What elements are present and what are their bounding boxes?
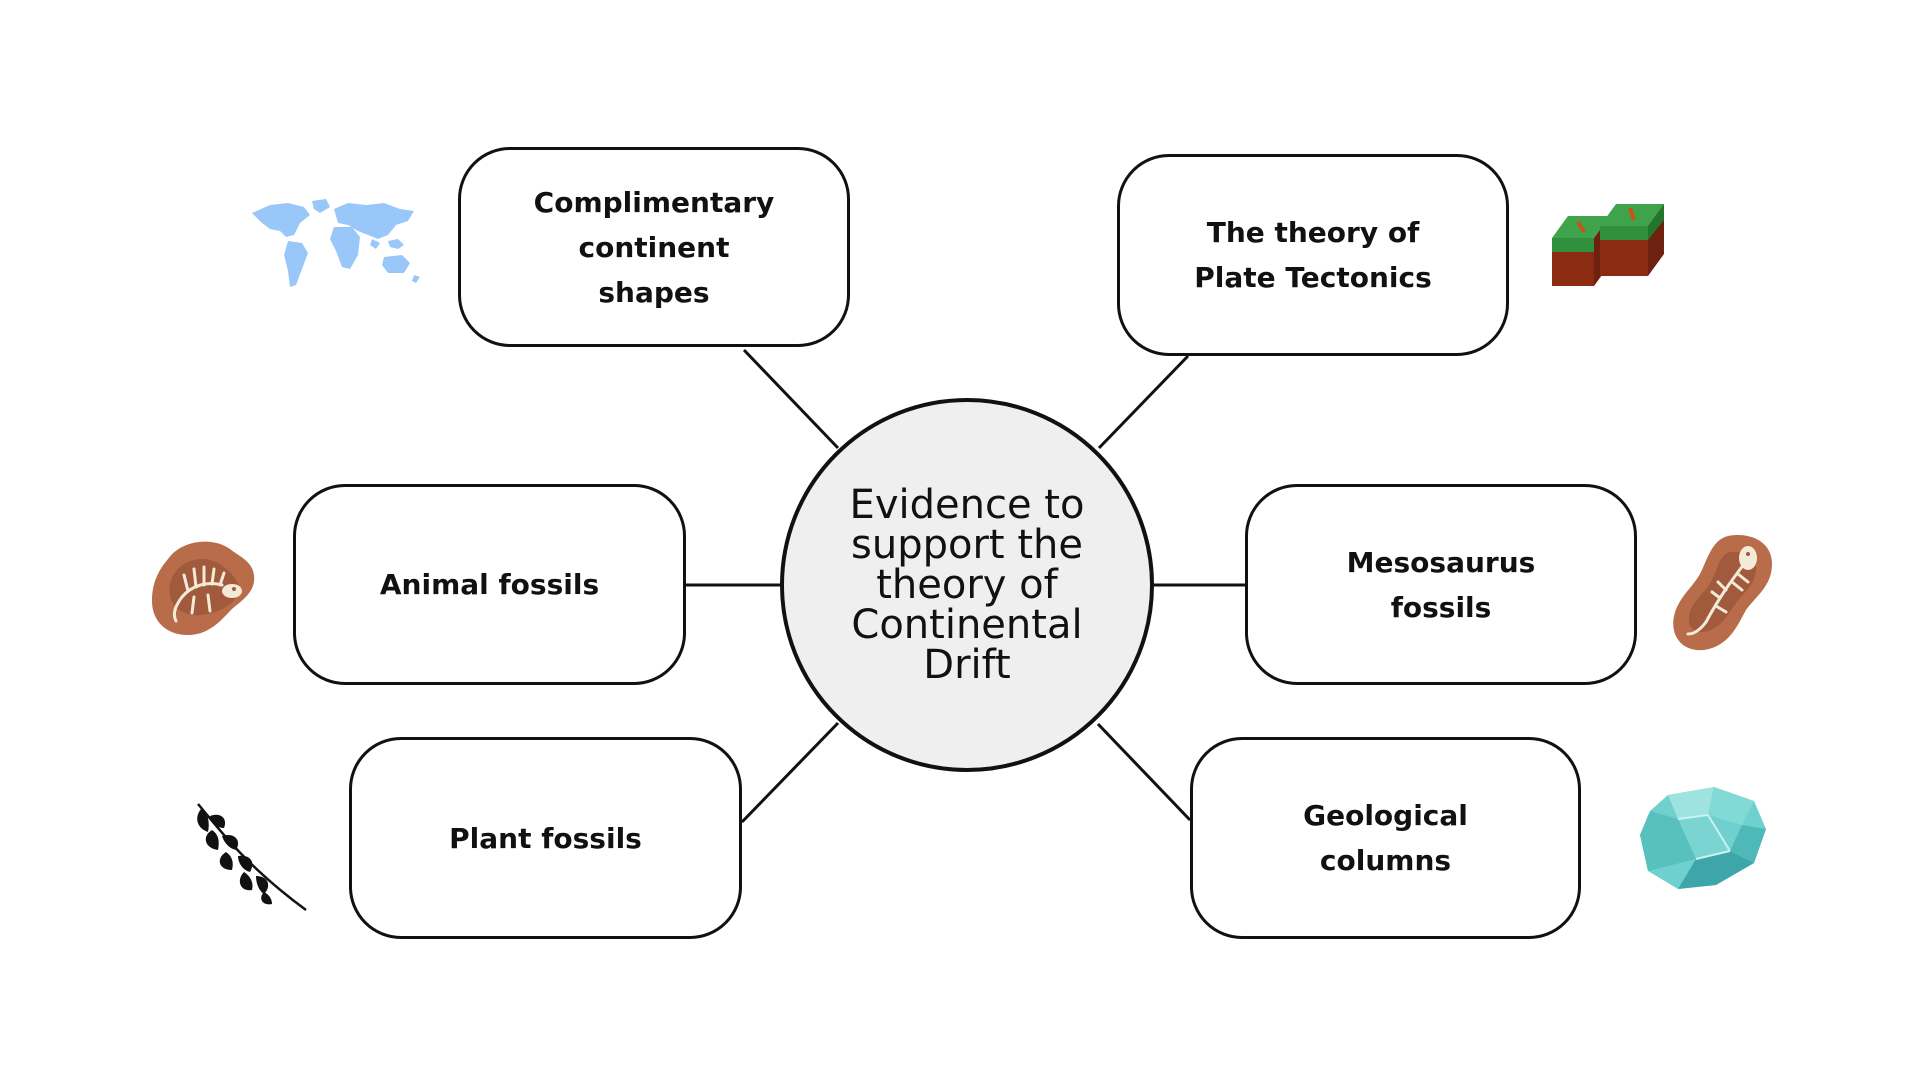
central-topic-line: Drift xyxy=(923,642,1011,688)
node-label-line: Mesosaurus xyxy=(1346,545,1536,579)
node-plate-tectonics: The theory of Plate Tectonics xyxy=(1117,154,1509,356)
central-topic-line: support the xyxy=(851,522,1083,568)
node-label-line: columns xyxy=(1319,844,1452,877)
fern-leaf-icon xyxy=(197,803,307,912)
node-label-line: Plate Tectonics xyxy=(1194,261,1432,294)
connector-geological-columns xyxy=(1096,722,1192,822)
node-mesosaurus-fossils: Mesosaurus fossils xyxy=(1245,484,1637,685)
node-label-line: continent xyxy=(578,230,730,264)
node-label-line: shapes xyxy=(598,275,710,309)
mesosaurus-fossil-icon xyxy=(1673,535,1772,651)
node-continent-shapes: Complimentary continent shapes xyxy=(458,147,850,347)
world-map-icon xyxy=(252,199,420,287)
central-topic: Evidence to support the theory of Contin… xyxy=(780,398,1154,772)
node-label-line: fossils xyxy=(1390,590,1492,624)
node-animal-fossils: Animal fossils xyxy=(293,484,686,685)
central-topic-line: Evidence to xyxy=(849,482,1085,528)
node-label-line: The theory of xyxy=(1206,216,1420,249)
crystal-rock-icon xyxy=(1640,787,1766,889)
connector-plant-fossils xyxy=(740,721,840,824)
node-label-line: Geological xyxy=(1303,799,1468,832)
central-topic-line: Continental xyxy=(851,602,1083,648)
tectonic-plates-icon xyxy=(1552,204,1664,286)
central-topic-line: theory of xyxy=(876,562,1058,608)
node-label-line: Plant fossils xyxy=(449,821,642,855)
node-label-line: Animal fossils xyxy=(379,568,600,601)
node-geological-columns: Geological columns xyxy=(1190,737,1581,939)
connector-plate-tectonics xyxy=(1097,354,1190,450)
connector-continent-shapes xyxy=(742,348,840,450)
dinosaur-fossil-icon xyxy=(152,541,255,635)
node-plant-fossils: Plant fossils xyxy=(349,737,742,939)
node-label-line: Complimentary xyxy=(533,185,775,219)
